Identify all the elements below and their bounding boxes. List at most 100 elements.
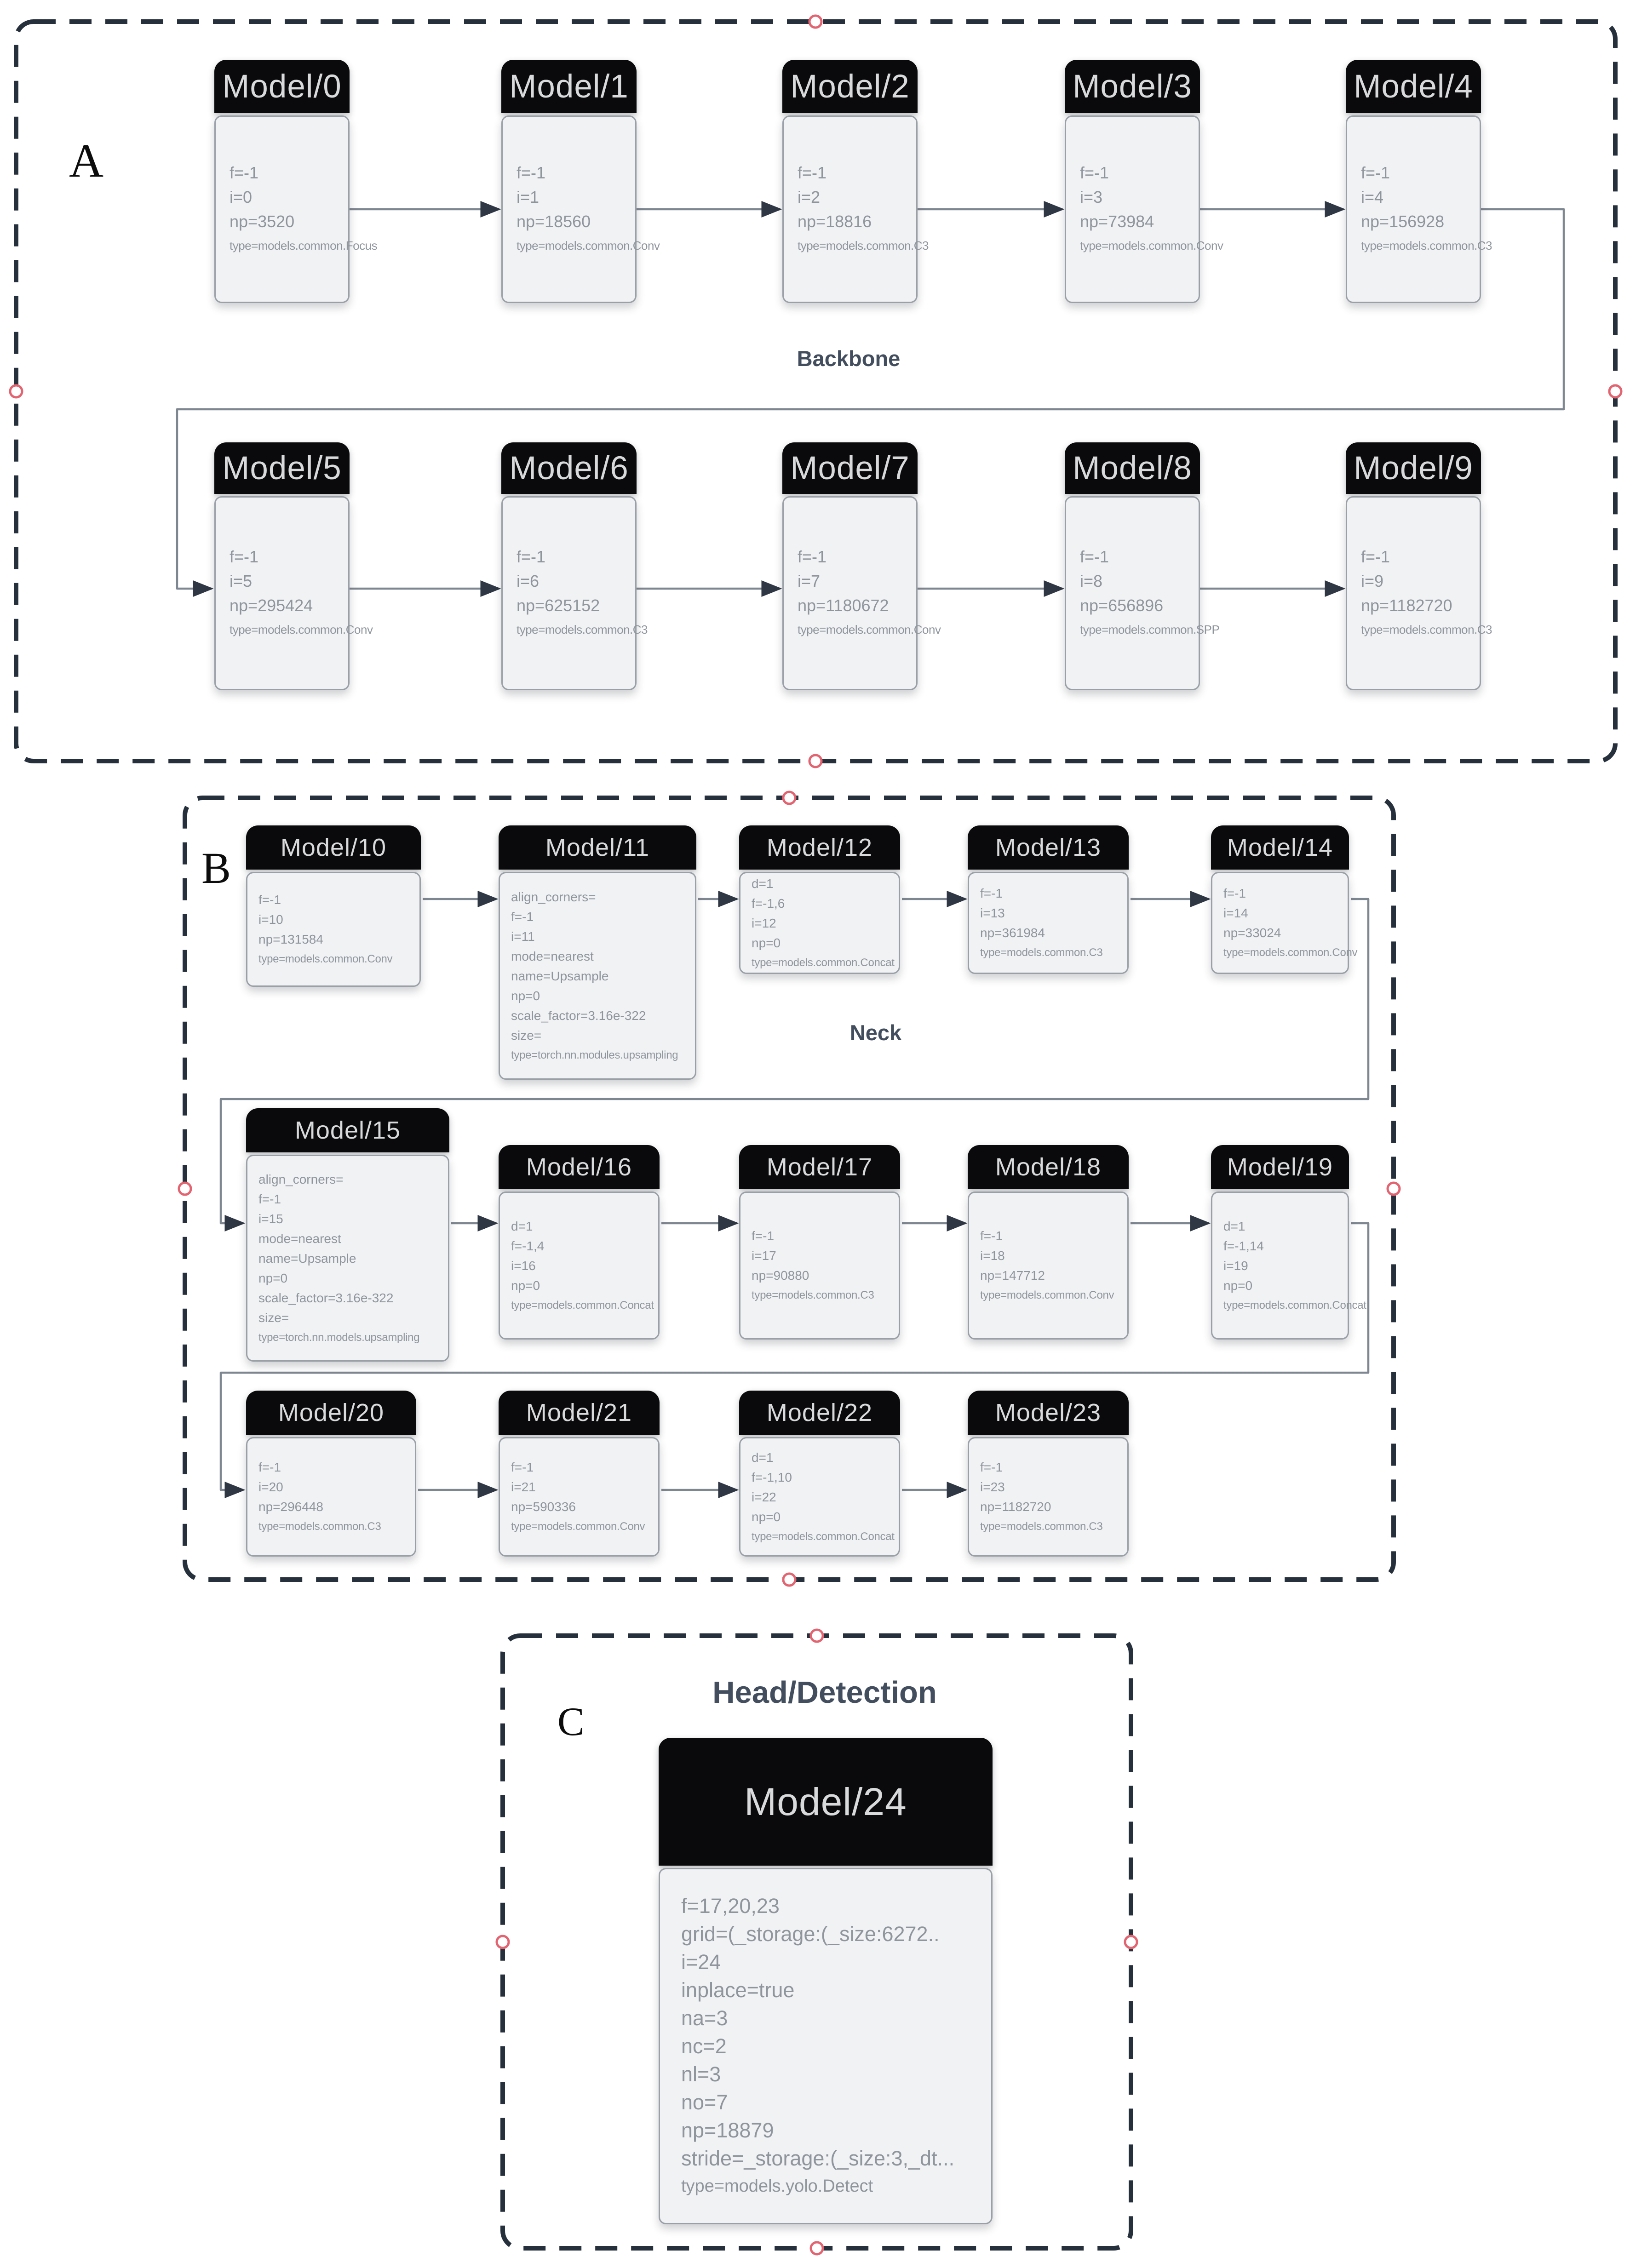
node-attr-line: np=0 bbox=[511, 988, 540, 1003]
node-attr-line: np=0 bbox=[258, 1271, 288, 1285]
node-attr-line: mode=nearest bbox=[511, 949, 594, 963]
node-attr-line: type=models.common.C3 bbox=[752, 1289, 874, 1301]
node-attr-line: f=-1 bbox=[517, 163, 546, 182]
node-attr-line: np=1182720 bbox=[980, 1500, 1051, 1514]
node-attr-line: i=18 bbox=[980, 1249, 1005, 1263]
connection-handle[interactable] bbox=[1386, 1181, 1401, 1196]
node-attr-line: type=models.common.C3 bbox=[798, 239, 929, 252]
node-attr-line: type=models.common.SPP bbox=[1080, 623, 1220, 636]
node-attr-line: np=625152 bbox=[517, 596, 600, 615]
connection-handle[interactable] bbox=[809, 2241, 824, 2256]
node-attr-line: type=models.common.Conv bbox=[511, 1520, 645, 1533]
node-attr-line: f=-1 bbox=[1223, 886, 1246, 900]
node-attr-line: i=23 bbox=[980, 1480, 1005, 1494]
node-title: Model/2 bbox=[782, 60, 918, 113]
node-title: Model/16 bbox=[499, 1145, 660, 1189]
node-title: Model/19 bbox=[1211, 1145, 1349, 1189]
node-title: Model/3 bbox=[1065, 60, 1200, 113]
connection-handle[interactable] bbox=[1608, 384, 1623, 399]
node-attr-line: f=-1 bbox=[511, 909, 534, 924]
node-attr-line: d=1 bbox=[511, 1219, 533, 1233]
connection-handle[interactable] bbox=[808, 14, 823, 29]
node-attr-line: np=590336 bbox=[511, 1500, 576, 1514]
node-attr-line: size= bbox=[511, 1028, 542, 1042]
connection-handle[interactable] bbox=[495, 1935, 510, 1949]
connector-arrow bbox=[176, 208, 1565, 597]
connection-handle[interactable] bbox=[808, 754, 823, 768]
node-attr-line: np=3520 bbox=[230, 212, 295, 231]
node-attr-line: i=11 bbox=[511, 929, 535, 944]
node-title: Model/23 bbox=[968, 1391, 1129, 1435]
node-attr-line: type=models.common.Concat bbox=[752, 1530, 895, 1543]
node-attr-line: f=-1 bbox=[1361, 547, 1390, 566]
node-attr-line: np=0 bbox=[752, 935, 781, 950]
node-title: Model/5 bbox=[214, 442, 350, 494]
node-attr-line: i=20 bbox=[258, 1480, 283, 1494]
node-attr-line: i=24 bbox=[681, 1950, 721, 1974]
node-title: Model/8 bbox=[1065, 442, 1200, 494]
head-detection-caption: Head/Detection bbox=[712, 1675, 937, 1710]
node-attr-line: np=18816 bbox=[798, 212, 872, 231]
connection-handle[interactable] bbox=[1124, 1935, 1138, 1949]
node-attr-line: np=73984 bbox=[1080, 212, 1154, 231]
node-attr-line: np=296448 bbox=[258, 1500, 323, 1514]
connection-handle[interactable] bbox=[809, 1628, 824, 1643]
node-attr-line: align_corners= bbox=[511, 889, 596, 904]
node-attr-line: type=models.common.Conv bbox=[798, 623, 941, 636]
node-attr-line: f=-1 bbox=[230, 547, 259, 566]
node-title: Model/0 bbox=[214, 60, 350, 113]
node-attr-line: type=models.common.C3 bbox=[1361, 623, 1492, 636]
section-b-label: B bbox=[201, 843, 231, 893]
node-attr-line: np=1180672 bbox=[798, 596, 889, 615]
node-attr-line: i=2 bbox=[798, 188, 821, 206]
connection-handle[interactable] bbox=[9, 384, 23, 399]
connection-handle[interactable] bbox=[178, 1181, 192, 1196]
node-attr-line: f=-1 bbox=[980, 886, 1003, 900]
node-attr-line: f=-1 bbox=[258, 1191, 281, 1206]
node-attr-line: type=models.common.Conv bbox=[980, 1289, 1114, 1301]
node-attr-line: np=0 bbox=[752, 1509, 781, 1524]
connection-handle[interactable] bbox=[782, 1572, 797, 1587]
node-attr-line: f=-1 bbox=[1080, 163, 1109, 182]
node-attr-line: size= bbox=[258, 1310, 289, 1325]
node-title: Model/1 bbox=[501, 60, 637, 113]
connection-handle[interactable] bbox=[782, 790, 797, 805]
node-attr-line: scale_factor=3.16e-322 bbox=[258, 1290, 394, 1305]
node-title: Model/15 bbox=[246, 1108, 449, 1152]
